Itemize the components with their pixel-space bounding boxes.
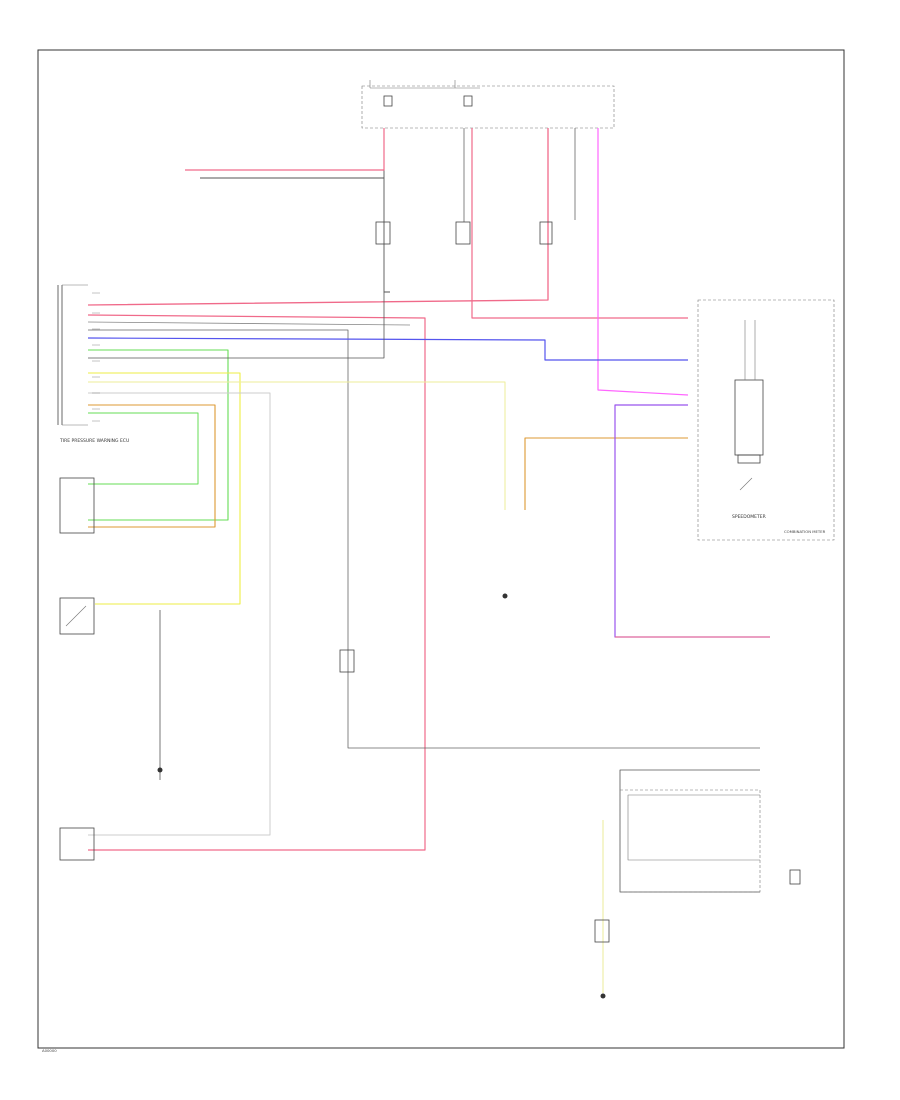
relay-3 — [539, 221, 553, 245]
right-lower-module — [619, 789, 801, 893]
pin-labels — [92, 292, 100, 422]
components — [59, 221, 610, 943]
connector-1 — [339, 649, 355, 673]
fuse-block — [361, 80, 615, 129]
diagram-frame — [37, 49, 845, 1049]
combination-meter — [697, 299, 835, 541]
label-corner-tag: A00000 — [42, 1048, 57, 1053]
speedometer-body — [734, 379, 764, 456]
relay-2 — [455, 221, 471, 245]
tire-pressure-ecu-box — [59, 477, 95, 534]
wires — [87, 128, 770, 993]
relay-1 — [375, 221, 391, 245]
label-ecu: TIRE PRESSURE WARNING ECU — [59, 438, 129, 444]
ecu-connector — [57, 284, 88, 426]
label-combination-meter: COMBINATION METER — [784, 529, 826, 534]
grounds — [157, 593, 606, 999]
label-speedometer: SPEEDOMETER — [732, 514, 766, 520]
connector-2 — [594, 919, 610, 943]
reset-switch — [59, 597, 95, 635]
lower-left-component — [59, 827, 95, 861]
